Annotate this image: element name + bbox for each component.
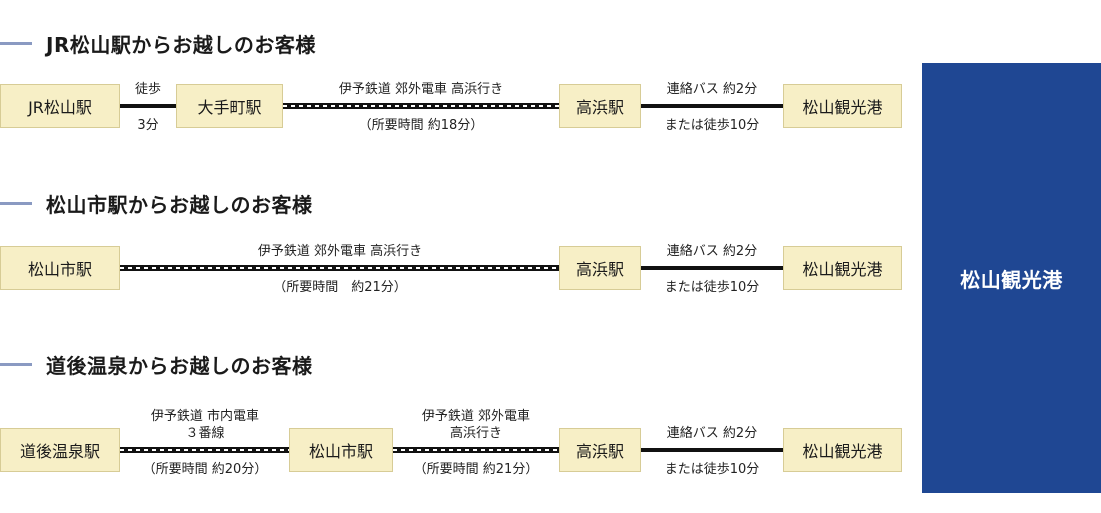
station-matsuyama-port: 松山観光港 bbox=[783, 84, 902, 128]
title-accent-bar bbox=[0, 362, 32, 366]
rail-label: 伊予鉄道 郊外電車 高浜行き bbox=[338, 82, 504, 97]
city-tram-line bbox=[120, 447, 289, 453]
destination-label: 松山観光港 bbox=[960, 267, 1063, 292]
route-2-title: 松山市駅からお越しのお客様 bbox=[0, 188, 313, 218]
title-accent-bar bbox=[0, 201, 32, 205]
bus-walk-label: または徒歩10分 bbox=[664, 118, 760, 133]
route-1-title: JR松山駅からお越しのお客様 bbox=[0, 28, 316, 58]
rail-time-label: （所要時間 約18分） bbox=[358, 118, 484, 133]
rail-label: 伊予鉄道 郊外電車 高浜行き bbox=[257, 244, 423, 259]
bus-label: 連絡バス 約2分 bbox=[666, 244, 758, 259]
bus-line bbox=[641, 448, 783, 452]
walk-time-label: 3分 bbox=[137, 118, 159, 133]
tram-label-line-2: ３番線 bbox=[185, 426, 225, 441]
station-matsuyama-shi: 松山市駅 bbox=[0, 246, 120, 290]
station-matsuyama-shi: 松山市駅 bbox=[289, 428, 393, 472]
station-matsuyama-port: 松山観光港 bbox=[783, 428, 902, 472]
bus-walk-label: または徒歩10分 bbox=[664, 462, 760, 477]
bus-line bbox=[641, 266, 783, 270]
suburban-rail-line bbox=[393, 447, 559, 453]
suburban-rail-line bbox=[120, 265, 559, 271]
bus-label: 連絡バス 約2分 bbox=[666, 426, 758, 441]
destination-panel: 松山観光港 bbox=[922, 63, 1101, 493]
rail-label-line-2: 高浜行き bbox=[449, 426, 503, 441]
bus-walk-label: または徒歩10分 bbox=[664, 280, 760, 295]
rail-time-label: （所要時間 約21分） bbox=[273, 280, 407, 295]
title-accent-bar bbox=[0, 41, 32, 45]
station-otemachi: 大手町駅 bbox=[176, 84, 283, 128]
station-takahama: 高浜駅 bbox=[559, 84, 641, 128]
station-dogo-onsen: 道後温泉駅 bbox=[0, 428, 120, 472]
rail-label: 伊予鉄道 郊外電車 高浜行き bbox=[422, 408, 530, 442]
station-matsuyama-port: 松山観光港 bbox=[783, 246, 902, 290]
route-1-title-text: JR松山駅からお越しのお客様 bbox=[46, 32, 316, 57]
tram-label: 伊予鉄道 市内電車 ３番線 bbox=[151, 408, 259, 442]
suburban-rail-line bbox=[283, 103, 559, 109]
rail-time-label: （所要時間 約21分） bbox=[413, 462, 539, 477]
walk-label: 徒歩 bbox=[134, 82, 162, 97]
tram-label-line-1: 伊予鉄道 市内電車 bbox=[150, 409, 260, 424]
walk-line bbox=[120, 104, 176, 108]
rail-label-line-1: 伊予鉄道 郊外電車 bbox=[421, 409, 531, 424]
route-2-title-text: 松山市駅からお越しのお客様 bbox=[46, 192, 313, 217]
bus-line bbox=[641, 104, 783, 108]
bus-label: 連絡バス 約2分 bbox=[666, 82, 758, 97]
station-jr-matsuyama: JR松山駅 bbox=[0, 84, 120, 128]
route-3-title: 道後温泉からお越しのお客様 bbox=[0, 349, 313, 379]
tram-time-label: （所要時間 約20分） bbox=[142, 462, 268, 477]
route-3-title-text: 道後温泉からお越しのお客様 bbox=[46, 353, 313, 378]
station-takahama: 高浜駅 bbox=[559, 246, 641, 290]
station-takahama: 高浜駅 bbox=[559, 428, 641, 472]
